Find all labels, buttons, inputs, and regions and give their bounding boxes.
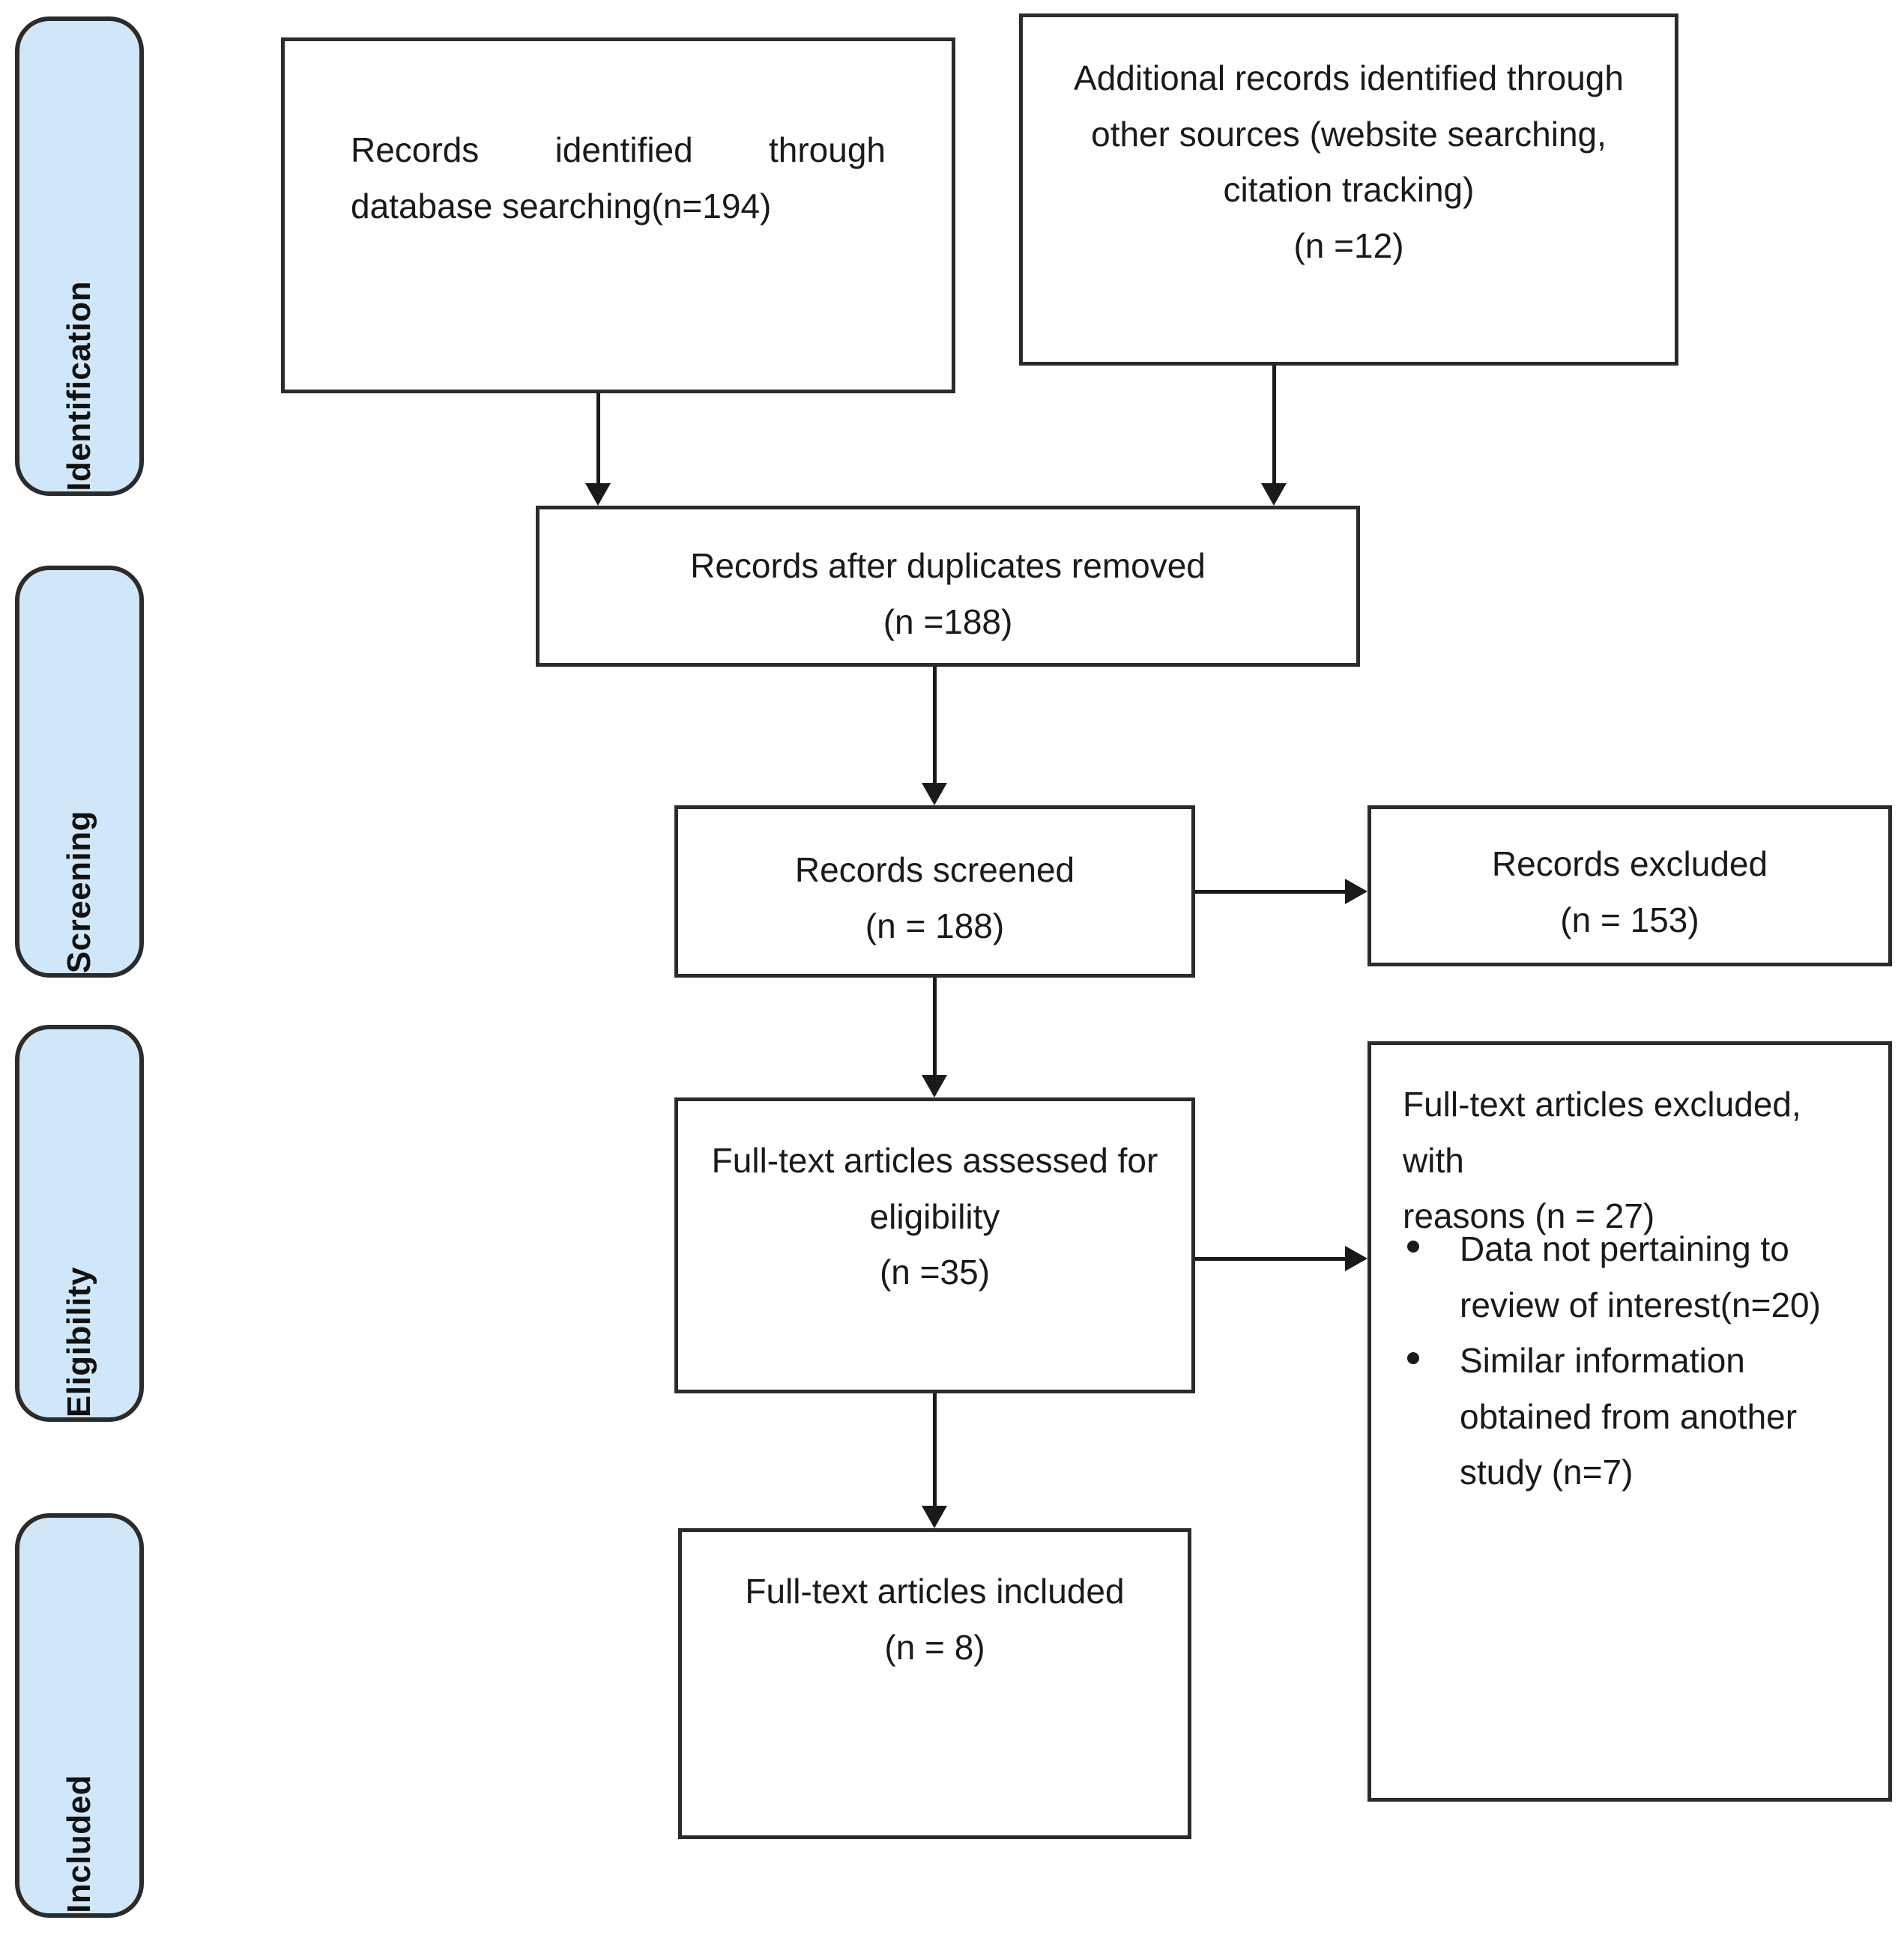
arrowhead-database-to-duplicates — [585, 483, 611, 506]
fulltext-included-line2: (n = 8) — [884, 1627, 985, 1667]
connector-duplicates-to-screened — [933, 667, 937, 783]
stage-label-screening: Screening — [61, 810, 97, 973]
fulltext-assessed-line3: (n =35) — [879, 1253, 991, 1292]
fulltext-excluded-reason-list: Data not pertaining to review of interes… — [1371, 1221, 1888, 1501]
arrowhead-other-sources-to-duplicates — [1261, 483, 1287, 506]
connector-screened-to-excluded — [1195, 890, 1345, 894]
reason-text: Similar information obtained from anothe… — [1460, 1341, 1798, 1492]
records-excluded-line1: Records excluded — [1491, 844, 1768, 883]
connector-screened-to-eligibility — [933, 978, 937, 1075]
records-screened-line2: (n = 188) — [865, 906, 1005, 945]
arrowhead-duplicates-to-screened — [922, 783, 947, 805]
stage-pill-included: Included — [15, 1513, 144, 1918]
arrowhead-screened-to-eligibility — [922, 1075, 947, 1097]
connector-database-to-duplicates — [596, 393, 600, 483]
records-screened-line1: Records screened — [794, 850, 1075, 889]
other-sources-line4: (n =12) — [1293, 225, 1404, 265]
reason-item: Similar information obtained from anothe… — [1371, 1333, 1866, 1501]
bullet-icon — [1407, 1352, 1419, 1365]
reason-text: Data not pertaining to review of interes… — [1460, 1229, 1821, 1324]
stage-pill-screening: Screening — [15, 566, 144, 978]
reason-item: Data not pertaining to review of interes… — [1371, 1221, 1866, 1333]
connector-assessed-to-excluded-reasons — [1195, 1257, 1345, 1261]
fulltext-assessed-line2: eligibility — [869, 1196, 1000, 1236]
box-fulltext-assessed: Full-text articles assessed for eligibil… — [674, 1097, 1195, 1393]
arrowhead-assessed-to-included — [922, 1506, 947, 1528]
fulltext-assessed-line1: Full-text articles assessed for — [711, 1141, 1158, 1180]
database-search-line2: database searching(n=194) — [351, 186, 772, 225]
box-records-screened: Records screened (n = 188) — [674, 805, 1195, 978]
other-sources-line3: citation tracking) — [1223, 170, 1475, 210]
database-search-line1: Records identified through — [351, 130, 886, 169]
stage-label-included: Included — [61, 1775, 97, 1913]
connector-other-sources-to-duplicates — [1272, 366, 1276, 483]
box-records-excluded: Records excluded (n = 153) — [1367, 805, 1892, 966]
stage-pill-identification: Identification — [15, 16, 144, 496]
stage-pill-eligibility: Eligibility — [15, 1025, 144, 1422]
duplicates-removed-line2: (n =188) — [883, 602, 1013, 641]
fulltext-excluded-line2: reasons (n = 27) — [1403, 1196, 1655, 1236]
box-duplicates-removed: Records after duplicates removed (n =188… — [536, 506, 1360, 667]
fulltext-included-line1: Full-text articles included — [745, 1572, 1125, 1611]
arrowhead-screened-to-excluded — [1345, 879, 1367, 904]
duplicates-removed-line1: Records after duplicates removed — [690, 546, 1206, 585]
arrowhead-assessed-to-excluded-reasons — [1345, 1246, 1367, 1271]
bullet-icon — [1407, 1241, 1419, 1253]
box-other-sources: Additional records identified through ot… — [1019, 13, 1678, 366]
connector-assessed-to-included — [933, 1393, 937, 1506]
box-fulltext-included: Full-text articles included (n = 8) — [678, 1528, 1191, 1839]
stage-label-identification: Identification — [61, 281, 97, 491]
box-fulltext-excluded-reasons: Full-text articles excluded, with reason… — [1367, 1041, 1892, 1802]
stage-label-eligibility: Eligibility — [61, 1266, 97, 1417]
other-sources-line1: Additional records identified through — [1074, 58, 1624, 97]
other-sources-line2: other sources (website searching, — [1091, 114, 1607, 154]
fulltext-excluded-line1: Full-text articles excluded, with — [1403, 1085, 1801, 1180]
records-excluded-line2: (n = 153) — [1560, 900, 1699, 939]
box-database-search: Records identified through database sear… — [281, 37, 955, 393]
